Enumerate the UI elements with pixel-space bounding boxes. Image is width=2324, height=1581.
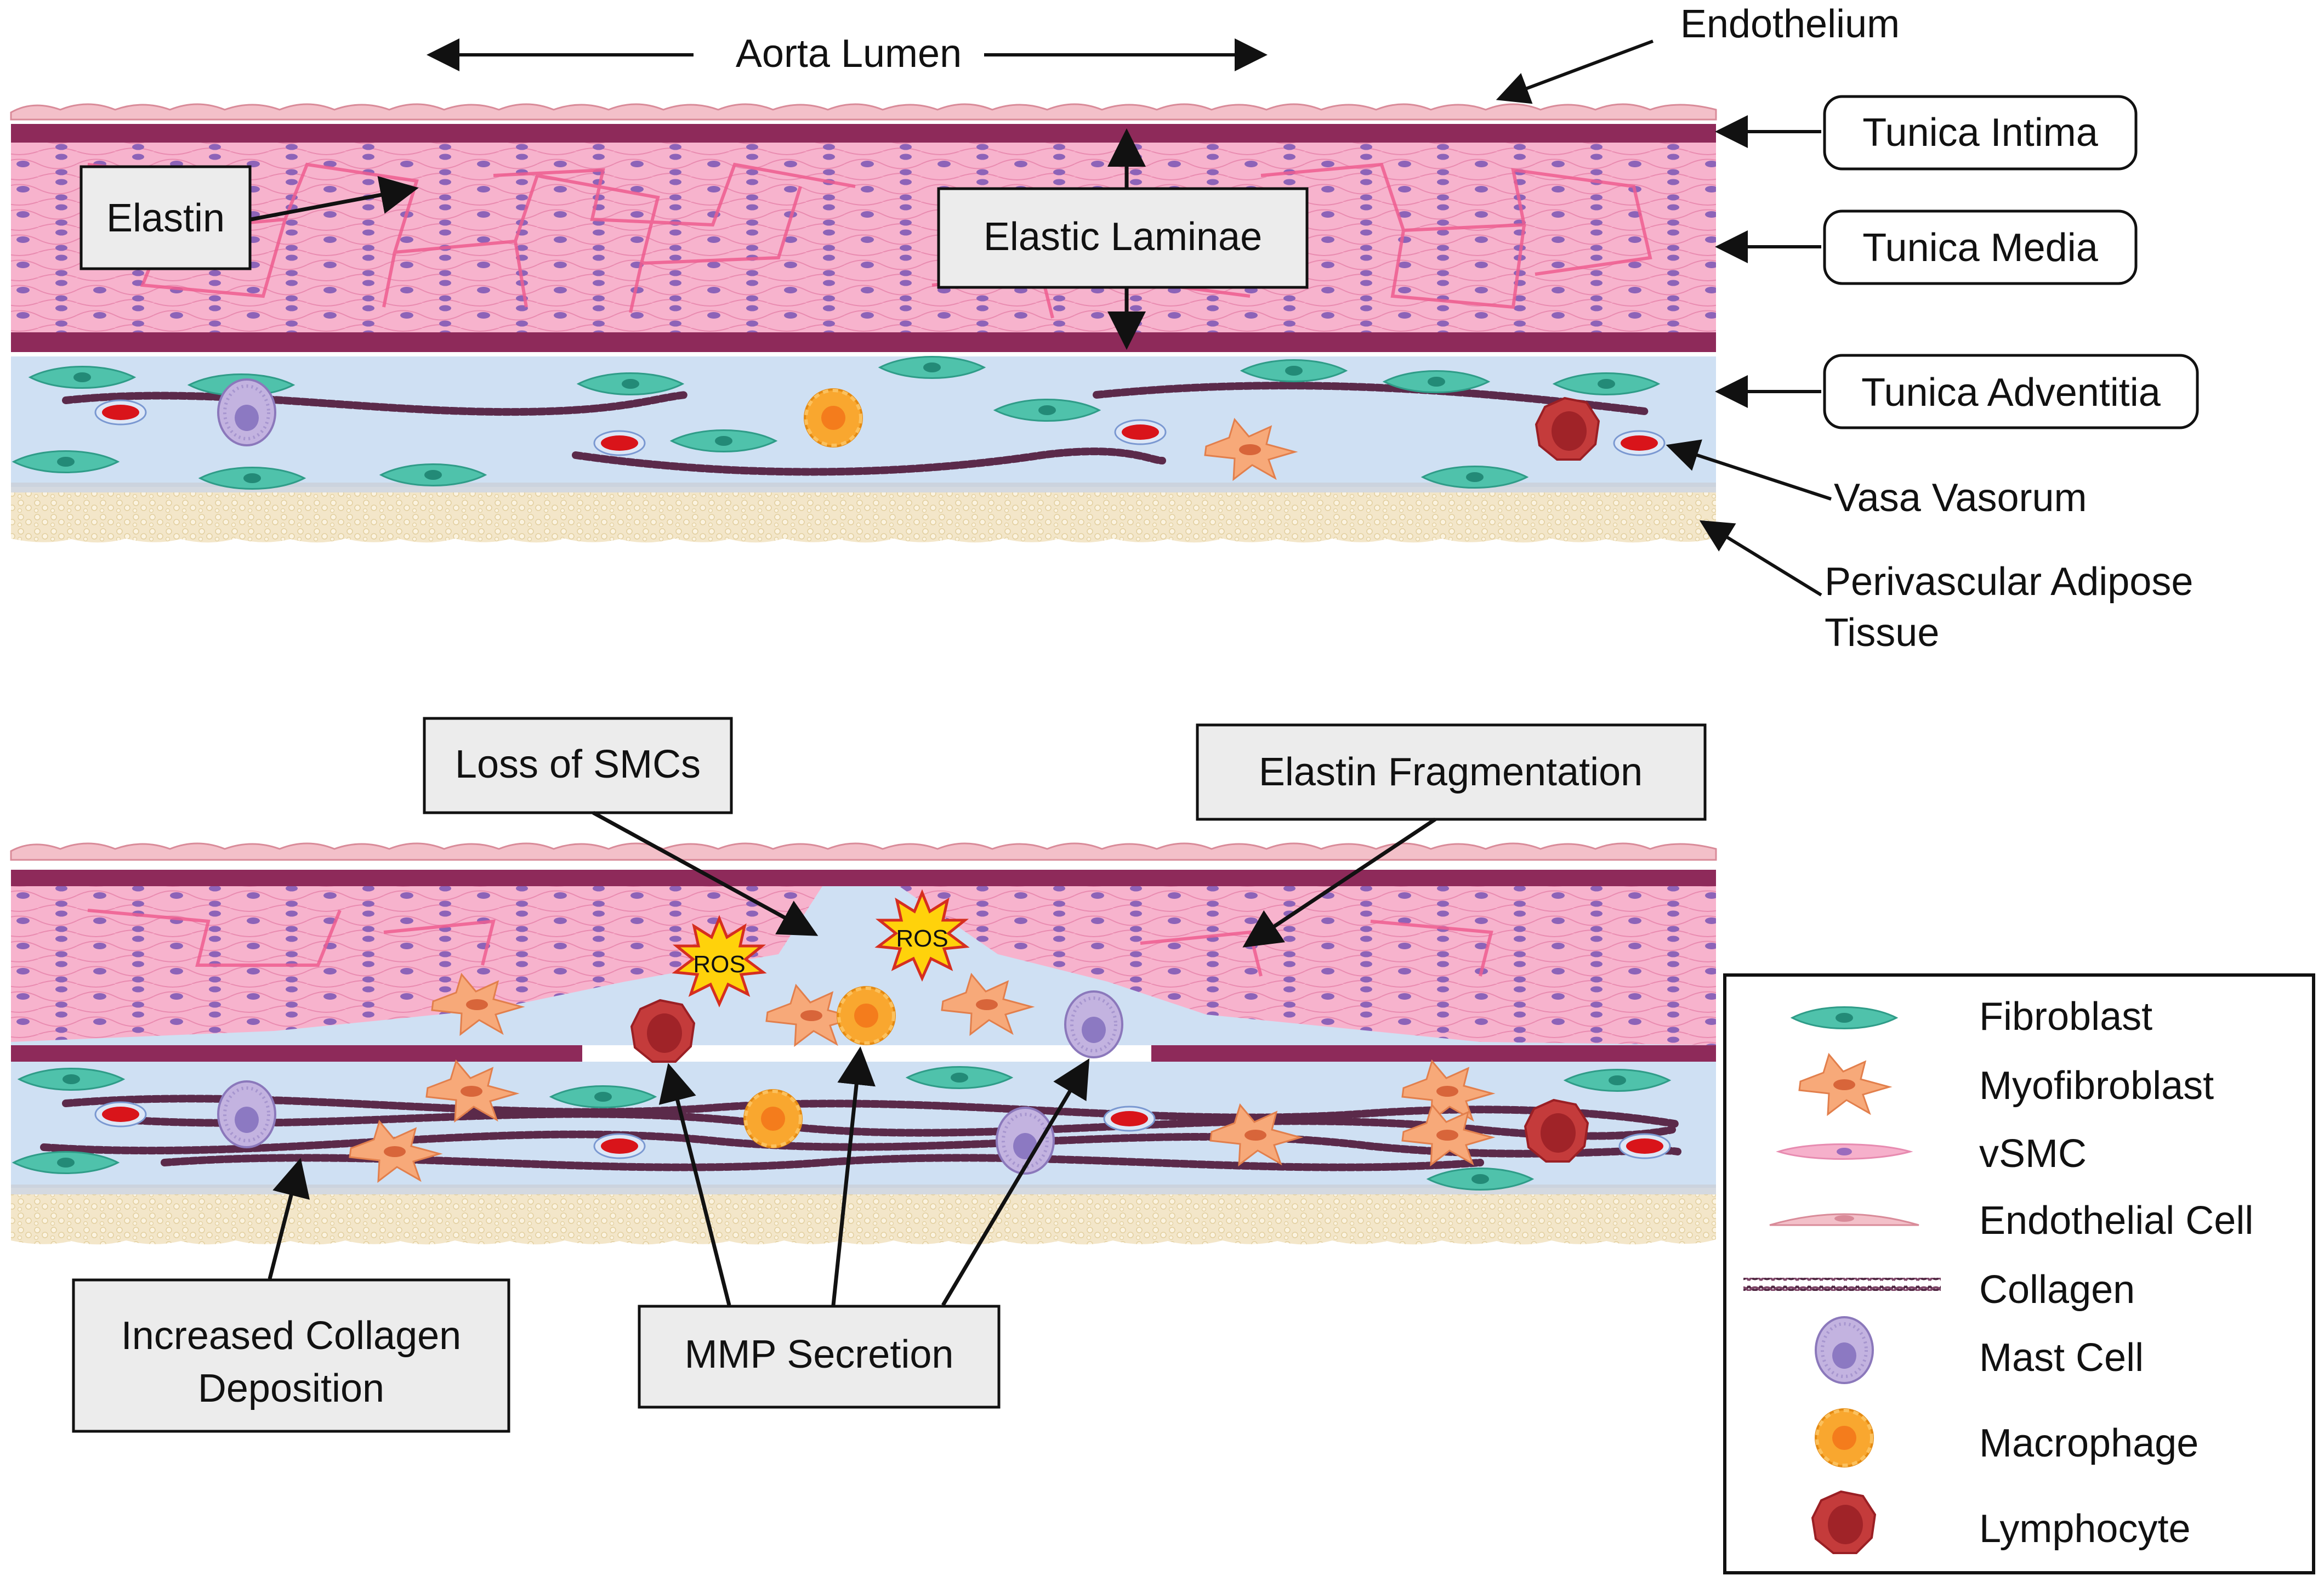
tunica-media-box	[1823, 209, 2138, 285]
top-perivascular-adipose	[11, 492, 1716, 543]
collagen-deposition-label-line2: Deposition	[198, 1367, 384, 1410]
endothelium-label: Endothelium	[1680, 2, 1900, 46]
tunica-intima-label: Tunica Intima	[1862, 111, 2098, 155]
collagen-deposition-label-line1: Increased Collagen	[121, 1314, 461, 1358]
tunica-media-label: Tunica Media	[1862, 226, 2098, 270]
legend-label-fibroblast: Fibroblast	[1979, 995, 2152, 1039]
vasa-vasorum-label: Vasa Vasorum	[1834, 476, 2087, 520]
legend-macrophage-icon	[1816, 1409, 1873, 1466]
bottom-endothelium	[10, 842, 1717, 861]
bottom-lamina-fragment-left	[11, 1045, 582, 1062]
bottom-tunica-media-left	[11, 886, 822, 1042]
mmp-secretion-label-box	[638, 1305, 1001, 1409]
pvat-label-line2: Tissue	[1825, 611, 1939, 655]
legend-label-vsmc: vSMC	[1979, 1132, 2087, 1176]
legend-vsmc-icon	[1776, 1143, 1913, 1160]
bottom-panel: ROS ROS Loss of SMCs Elastin Fragmentati…	[10, 717, 1717, 1433]
legend-label-myofibroblast: Myofibroblast	[1979, 1064, 2214, 1108]
elastic-laminae-label: Elastic Laminae	[984, 215, 1262, 259]
top-collagen-fibers	[62, 382, 1649, 476]
top-internal-elastic-lamina	[11, 124, 1716, 143]
legend-label-endothelial-cell: Endothelial Cell	[1979, 1199, 2253, 1243]
collagen-deposition-label-box	[72, 1278, 510, 1433]
ros-burst-2: ROS	[878, 893, 966, 978]
bottom-tunica-media-right	[899, 886, 1716, 1045]
loss-smcs-label: Loss of SMCs	[455, 743, 701, 786]
legend: Fibroblast Myofibroblast vSMC Endothelia…	[1723, 973, 2315, 1574]
legend-label-lymphocyte: Lymphocyte	[1979, 1507, 2191, 1551]
ros-label-1: ROS	[693, 951, 745, 978]
elastin-label: Elastin	[106, 196, 225, 240]
top-endothelium	[10, 103, 1717, 121]
elastin-label-box	[79, 165, 252, 270]
legend-label-mast-cell: Mast Cell	[1979, 1336, 2144, 1380]
elastin-fragmentation-label-box	[1196, 723, 1707, 821]
tunica-intima-box	[1823, 95, 2138, 171]
bottom-lamina-fragment-right	[1151, 1045, 1716, 1062]
ros-burst-1: ROS	[675, 919, 763, 1004]
bottom-perivascular-adipose	[11, 1194, 1716, 1245]
tunica-adventitia-label: Tunica Adventitia	[1861, 371, 2161, 415]
bottom-internal-elastic-lamina	[11, 870, 1716, 886]
aorta-lumen-label: Aorta Lumen	[736, 32, 962, 76]
mmp-secretion-label: MMP Secretion	[685, 1333, 954, 1376]
tunica-adventitia-box	[1823, 354, 2199, 429]
elastic-laminae-label-box	[937, 187, 1309, 289]
legend-endothelial-cell-icon	[1769, 1213, 1919, 1226]
legend-label-macrophage: Macrophage	[1979, 1421, 2198, 1465]
pvat-label-line1: Perivascular Adipose	[1825, 560, 2193, 604]
ros-label-2: ROS	[896, 925, 948, 952]
top-panel: Aorta Lumen Endothelium Elastin Elastic …	[10, 2, 2199, 655]
legend-label-collagen: Collagen	[1979, 1268, 2135, 1312]
elastin-fragmentation-label: Elastin Fragmentation	[1259, 750, 1643, 794]
top-external-elastic-lamina	[11, 332, 1716, 352]
loss-smcs-label-box	[423, 717, 733, 814]
legend-mast-cell-icon	[1816, 1317, 1873, 1383]
legend-collagen-icon	[1743, 1278, 1941, 1291]
legend-lymphocyte-icon	[1811, 1491, 1876, 1554]
